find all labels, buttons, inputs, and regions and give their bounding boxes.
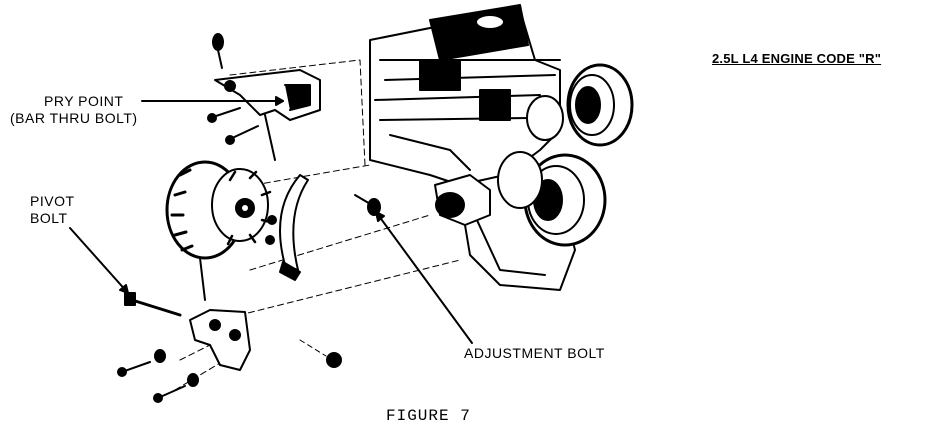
adjustment-bolt-label: ADJUSTMENT BOLT xyxy=(464,345,605,361)
pivot-bolt-label-line1: PIVOT xyxy=(30,193,75,209)
nut xyxy=(299,339,342,368)
engine-code-heading: 2.5L L4 ENGINE CODE "R" xyxy=(712,51,882,66)
alternator xyxy=(165,160,272,301)
pry-point-label: PRY POINT xyxy=(44,93,124,109)
pivot-bolt xyxy=(124,292,182,317)
upper-pulley xyxy=(526,63,634,147)
pry-point-bracket xyxy=(214,69,321,161)
lower-pulley xyxy=(497,151,607,247)
top-bolt xyxy=(212,33,224,69)
adjustment-bracket xyxy=(265,174,309,281)
lower-bolts xyxy=(117,349,199,403)
leader-lines xyxy=(69,96,473,344)
adjustment-bolt xyxy=(354,194,381,216)
figure-caption: FIGURE 7 xyxy=(386,407,471,425)
lower-mount-bracket xyxy=(189,309,251,371)
drive-hub xyxy=(434,174,491,226)
pivot-bolt-label-line2: BOLT xyxy=(30,210,68,226)
pry-point-sublabel: (BAR THRU BOLT) xyxy=(10,110,138,126)
bracket-bolts xyxy=(207,107,259,145)
